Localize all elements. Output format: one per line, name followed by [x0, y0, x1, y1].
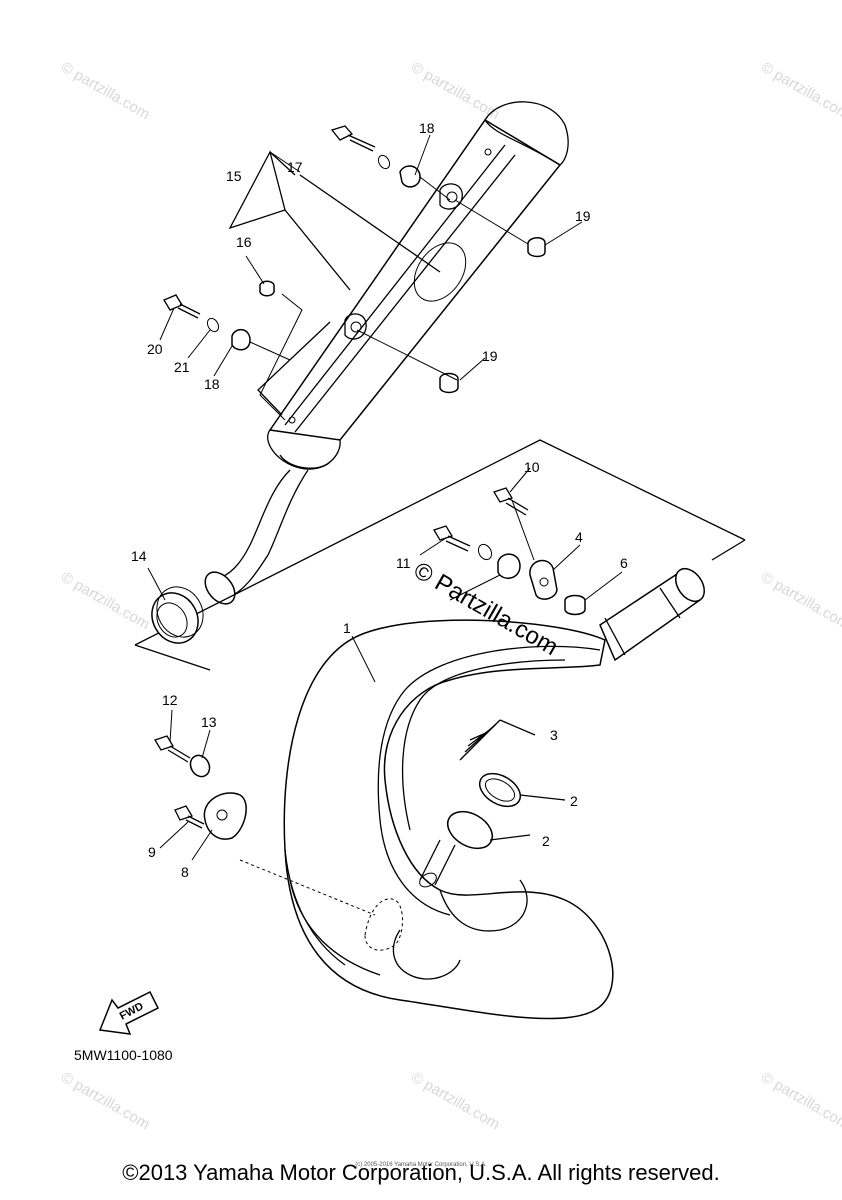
callout-6: 6 — [620, 555, 628, 571]
copyright-footer: ©2013 Yamaha Motor Corporation, U.S.A. A… — [122, 1160, 720, 1185]
callout-18-top: 18 — [419, 120, 435, 136]
watermark-bottom-left: © partzilla.com — [58, 1069, 153, 1133]
watermark-bottom-right: © partzilla.com — [758, 1069, 842, 1133]
callout-4: 4 — [575, 529, 583, 545]
callout-16: 16 — [236, 234, 252, 250]
tiny-copyright: (c) 2005-2016 Yamaha Motor Corporation, … — [355, 1162, 487, 1168]
watermark-mid-left: © partzilla.com — [58, 569, 153, 633]
callout-2-lower: 2 — [542, 833, 550, 849]
silencer-assembly — [204, 101, 569, 605]
diagram-part-code: 5MW1100-1080 — [74, 1047, 173, 1063]
watermark-bottom-mid: © partzilla.com — [408, 1069, 503, 1133]
callout-18-left: 18 — [204, 376, 220, 392]
expansion-chamber — [239, 567, 706, 1020]
callout-17: 17 — [287, 159, 303, 175]
callout-1: 1 — [343, 620, 351, 636]
watermark-top-mid: © partzilla.com — [408, 59, 503, 123]
callout-2-upper: 2 — [570, 793, 578, 809]
bracket-lines — [228, 150, 441, 416]
callout-9: 9 — [148, 844, 156, 860]
callout-14: 14 — [131, 548, 147, 564]
callout-21: 21 — [174, 359, 190, 375]
watermark-mid-right: © partzilla.com — [758, 569, 842, 633]
joint-ring-14 — [151, 586, 204, 644]
group-outline — [134, 439, 746, 671]
callout-3: 3 — [550, 727, 558, 743]
inlet-hardware — [154, 719, 566, 888]
watermark-top-left: © partzilla.com — [58, 59, 153, 123]
leader-lines — [147, 134, 623, 861]
callout-11: 11 — [396, 555, 411, 571]
callout-19-lower: 19 — [482, 348, 498, 364]
callout-19-top: 19 — [575, 208, 591, 224]
silencer-hardware — [163, 125, 546, 421]
callout-12: 12 — [162, 692, 178, 708]
callout-13: 13 — [201, 714, 217, 730]
callout-labels: 1 2 2 3 4 6 8 9 10 11 12 13 14 15 16 17 … — [131, 120, 628, 880]
pipe-hardware — [433, 487, 586, 616]
callout-8: 8 — [181, 864, 189, 880]
callout-20: 20 — [147, 341, 163, 357]
watermark-top-right: © partzilla.com — [758, 59, 842, 123]
callout-15: 15 — [226, 168, 242, 184]
callout-10: 10 — [524, 459, 540, 475]
fwd-arrow: FWD — [98, 990, 160, 1035]
